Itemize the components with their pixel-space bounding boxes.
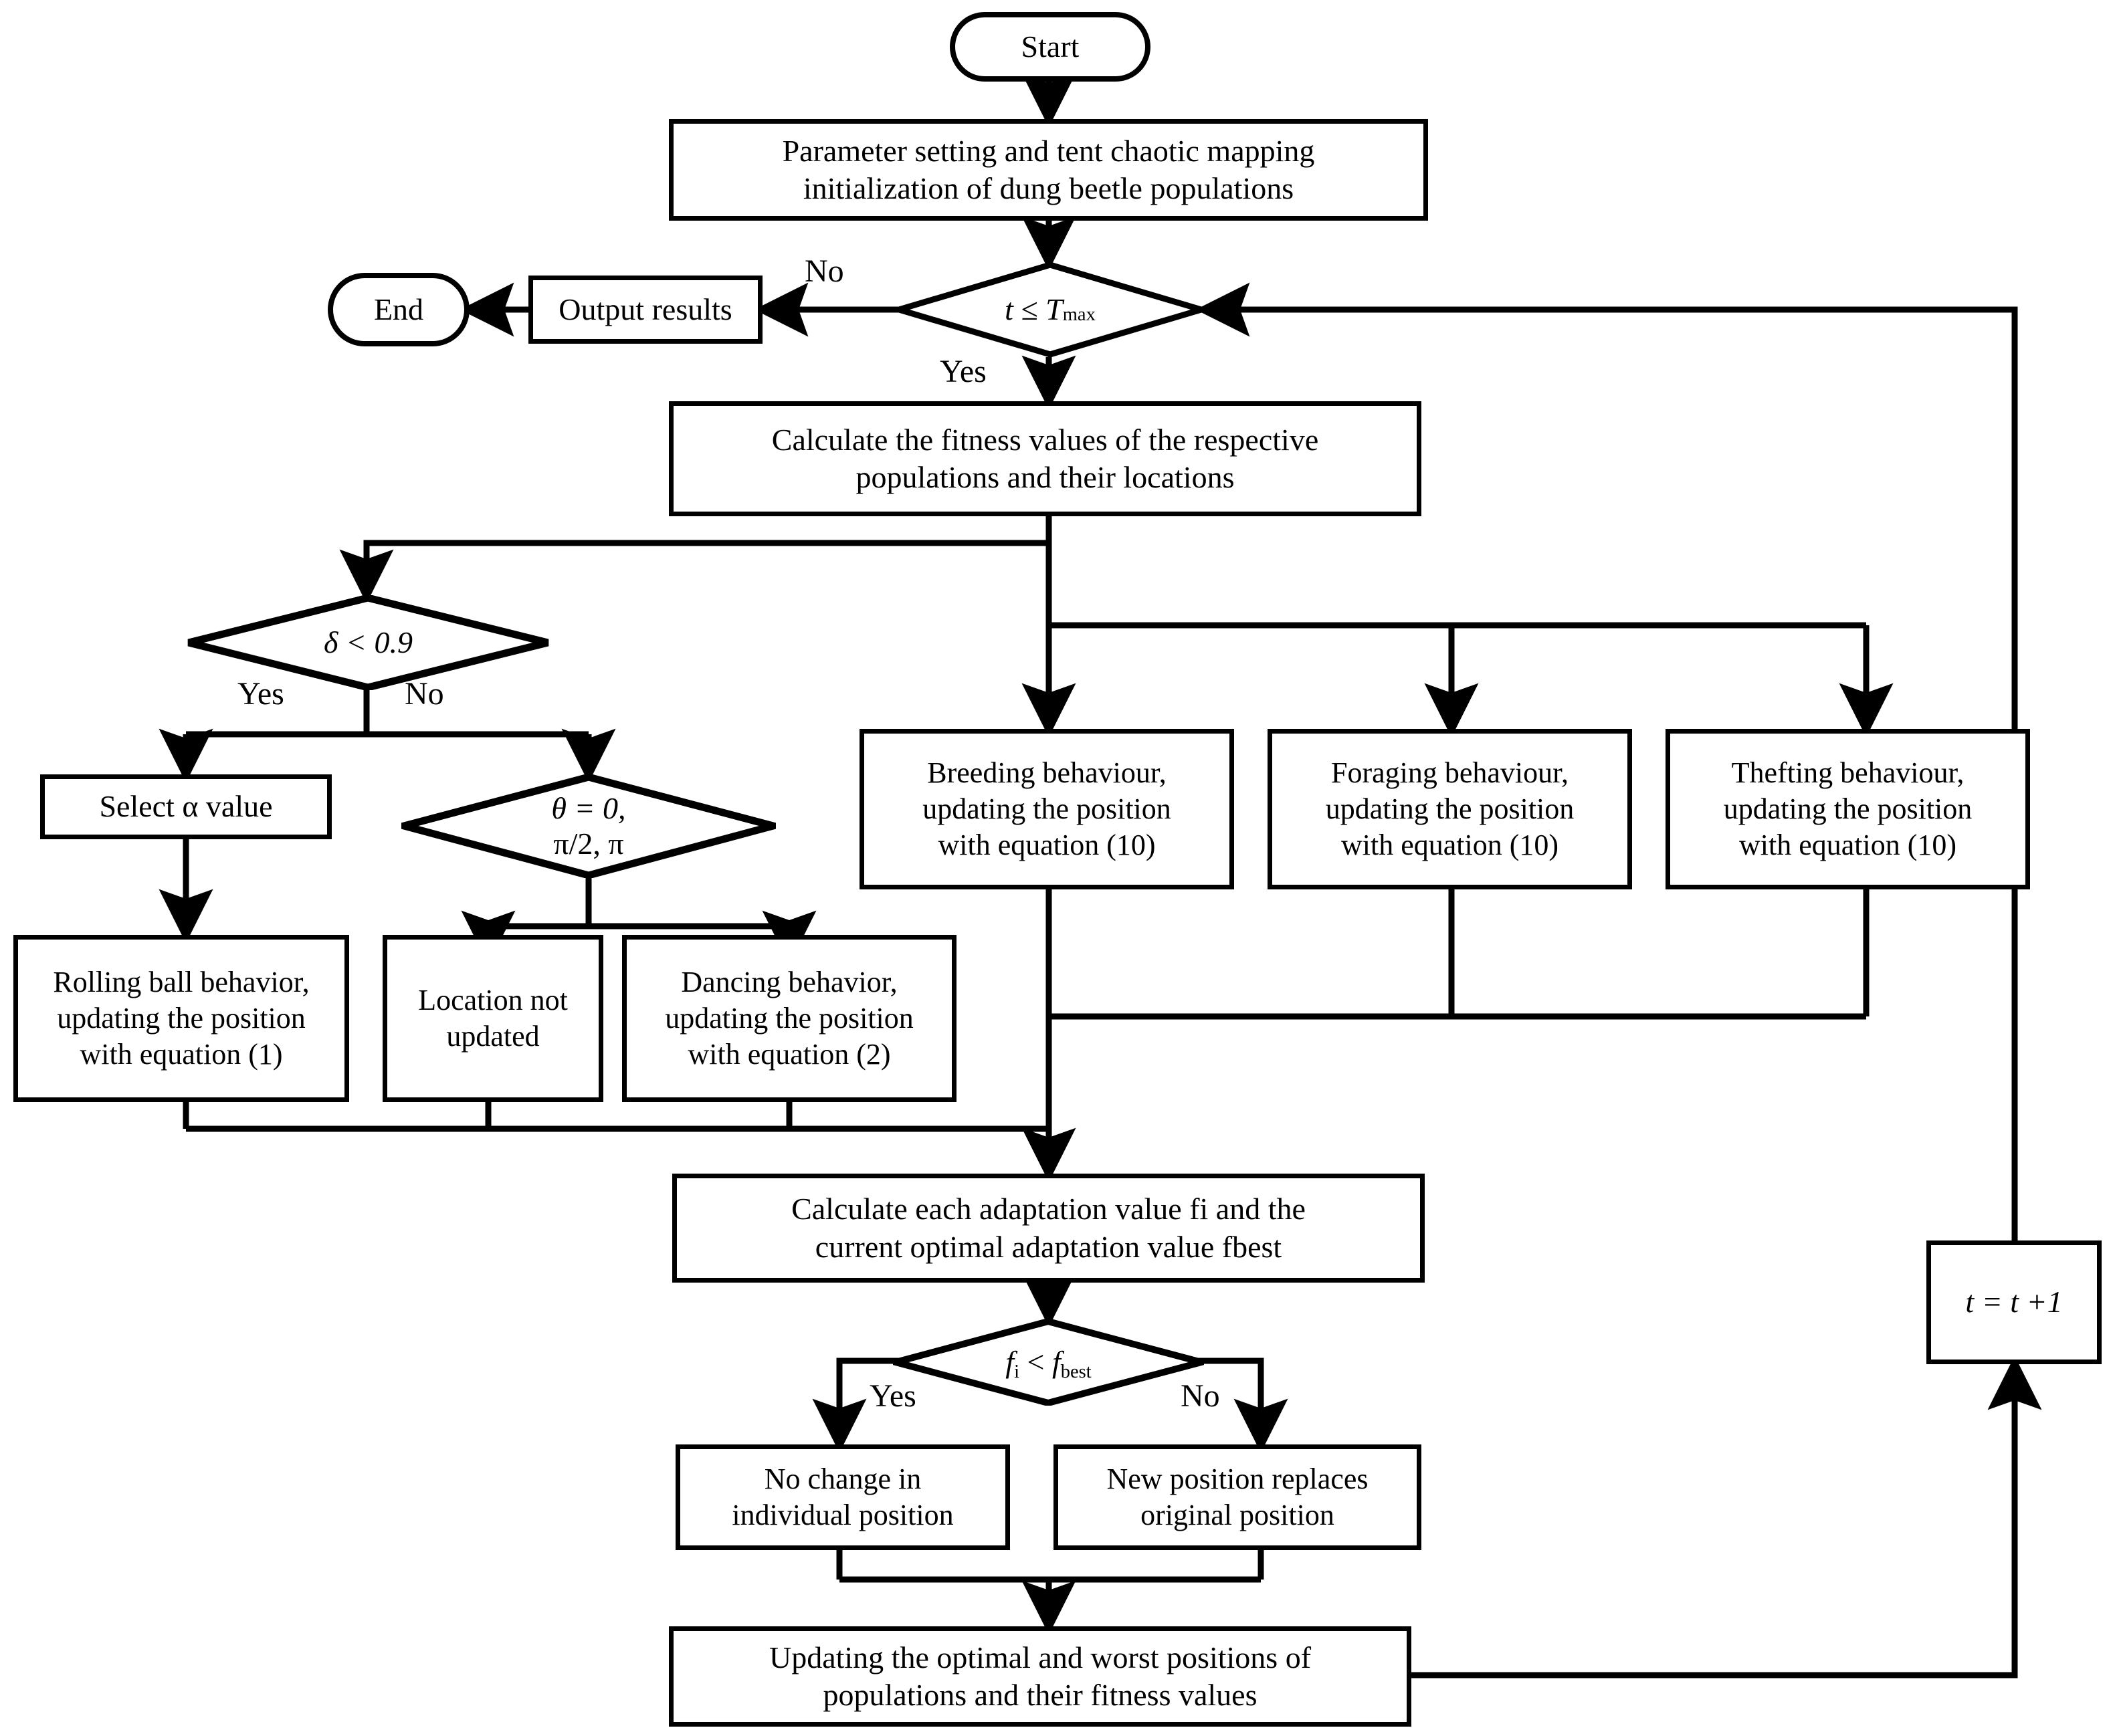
edge-label-delta-yes: Yes [237,676,284,712]
node-notupd-line2: updated [446,1020,540,1053]
node-foraging-text: Foraging behaviour, updating the positio… [1319,755,1581,863]
node-select-alpha-text: Select α value [99,789,273,824]
node-adaptation-text: Calculate each adaptation value fi and t… [785,1190,1312,1265]
node-init-text: Parameter setting and tent chaotic mappi… [776,132,1322,207]
theta-check-shape [389,773,788,879]
node-rolling-line3: with equation (1) [80,1037,283,1071]
fi-check-shape [882,1317,1215,1407]
loop-check-shape [888,261,1212,358]
node-init-line2: initialization of dung beetle population… [803,171,1294,205]
node-foraging-line1: Foraging behaviour, [1330,756,1569,790]
node-nochange-line2: individual position [732,1499,954,1531]
node-breeding[interactable]: Breeding behaviour, updating the positio… [860,729,1234,889]
node-rolling-ball-text: Rolling ball behavior, updating the posi… [46,964,316,1072]
edge-label-delta-no: No [405,676,444,712]
node-end-label: End [373,292,424,326]
node-increment-t[interactable]: t = t +1 [1926,1240,2102,1364]
node-thefting-text: Thefting behaviour, updating the positio… [1717,755,1979,863]
delta-check-shape [187,594,549,691]
node-fitness-line2: populations and their locations [855,460,1235,494]
node-rolling-ball[interactable]: Rolling ball behavior, updating the posi… [13,935,349,1102]
node-thefting-line3: with equation (10) [1738,828,1957,861]
node-output-results-label: Output results [559,292,732,326]
node-update-best-worst-text: Updating the optimal and worst positions… [763,1639,1318,1714]
node-init[interactable]: Parameter setting and tent chaotic mappi… [669,119,1428,221]
edge-label-loop-no: No [805,253,844,289]
edge-label-fi-yes: Yes [870,1378,916,1414]
node-foraging-line3: with equation (10) [1340,828,1559,861]
node-replace-line2: original position [1140,1499,1334,1531]
node-replace-position[interactable]: New position replaces original position [1053,1444,1421,1550]
node-adaptation-line1: Calculate each adaptation value fi and t… [791,1192,1306,1226]
node-rolling-line2: updating the position [57,1002,306,1035]
node-thefting-line2: updating the position [1723,792,1973,826]
node-fitness[interactable]: Calculate the fitness values of the resp… [669,401,1421,516]
edge-label-fi-no: No [1181,1378,1220,1414]
node-breeding-line3: with equation (10) [938,828,1156,861]
node-foraging-line2: updating the position [1325,792,1575,826]
node-fitness-text: Calculate the fitness values of the resp… [765,421,1325,496]
node-increment-t-label: t = t +1 [1965,1285,2063,1319]
node-output-results[interactable]: Output results [528,276,763,344]
node-thefting[interactable]: Thefting behaviour, updating the positio… [1666,729,2030,889]
node-foraging[interactable]: Foraging behaviour, updating the positio… [1268,729,1632,889]
node-start[interactable]: Start [950,12,1150,82]
node-end[interactable]: End [328,273,470,346]
node-updatebest-line2: populations and their fitness values [823,1678,1257,1712]
node-thefting-line1: Thefting behaviour, [1731,756,1965,790]
node-dancing-line3: with equation (2) [688,1037,891,1071]
node-notupd-line1: Location not [418,984,568,1017]
node-no-change-text: No change in individual position [725,1461,960,1533]
node-adaptation[interactable]: Calculate each adaptation value fi and t… [672,1174,1425,1283]
node-replace-line1: New position replaces [1106,1462,1369,1496]
node-init-line1: Parameter setting and tent chaotic mappi… [782,133,1315,168]
node-breeding-text: Breeding behaviour, updating the positio… [916,755,1178,863]
node-no-change[interactable]: No change in individual position [676,1444,1010,1550]
node-nochange-line1: No change in [764,1462,922,1496]
edge-label-loop-yes: Yes [940,354,987,389]
node-location-not-updated[interactable]: Location not updated [383,935,603,1102]
node-adaptation-line2: current optimal adaptation value fbest [815,1229,1282,1264]
node-breeding-line2: updating the position [922,792,1171,826]
node-dancing-text: Dancing behavior, updating the position … [658,964,920,1072]
node-start-label: Start [1021,29,1080,64]
node-dancing[interactable]: Dancing behavior, updating the position … [622,935,956,1102]
node-fi-check[interactable]: fi < fbest [882,1317,1215,1407]
node-location-not-updated-text: Location not updated [411,982,575,1054]
node-dancing-line2: updating the position [665,1002,914,1035]
node-select-alpha-label: Select α value [92,788,279,825]
node-fitness-line1: Calculate the fitness values of the resp… [771,422,1319,457]
node-select-alpha[interactable]: Select α value [40,774,332,839]
node-updatebest-line1: Updating the optimal and worst positions… [769,1640,1312,1674]
node-update-best-worst[interactable]: Updating the optimal and worst positions… [669,1626,1411,1727]
node-dancing-line1: Dancing behavior, [681,966,898,999]
node-rolling-line1: Rolling ball behavior, [53,966,310,999]
node-replace-position-text: New position replaces original position [1100,1461,1375,1533]
node-breeding-line1: Breeding behaviour, [927,756,1167,790]
node-theta-check[interactable]: θ = 0, π/2, π [389,773,788,879]
